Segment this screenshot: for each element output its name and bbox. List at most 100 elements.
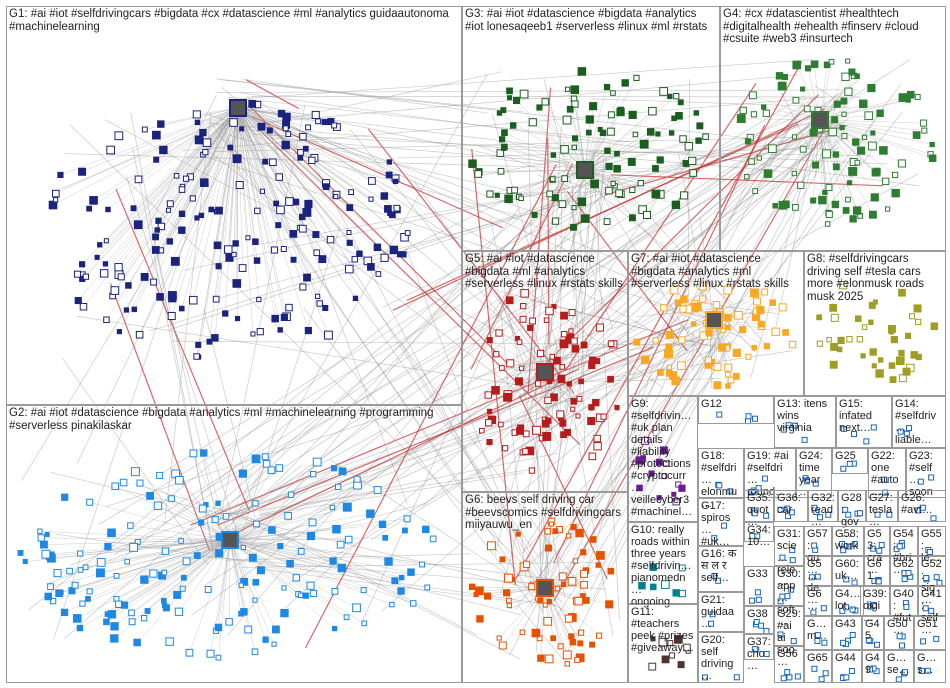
group-label-g38: G38: [747, 608, 771, 620]
group-panel-g59: G5… de…: [804, 556, 832, 586]
group-panel-g32: G32: read…: [808, 490, 838, 522]
group-label-g60: G60: uk…: [835, 558, 861, 582]
group-panel-g36: G36: car: [774, 490, 808, 522]
group-panel-g18: G18: #selfdri… elonmu…: [698, 448, 744, 498]
group-panel-g8: G8: #selfdrivingcars driving self #tesla…: [804, 251, 946, 396]
group-label-g58: G58: work: [835, 528, 861, 552]
group-panel-g34: G34: 10…: [744, 522, 774, 542]
group-panel-g38: G38: [744, 606, 774, 634]
group-label-g62: G62: [893, 558, 915, 570]
group-panel-g2: G2: #ai #iot #datascience #bigdata #anal…: [6, 405, 462, 683]
group-label-g5: G5: #ai #iot #datascience #bigdata #ml #…: [465, 253, 625, 291]
group-label-g11: G11: #teachers peek #prizes #giveaway…: [631, 606, 695, 654]
group-panel-g33: G33: [744, 566, 774, 606]
group-panel-g3: G3: #ai #iot #datascience #bigdata #anal…: [462, 6, 720, 251]
group-panel-g10: G10: really roads within three years #se…: [628, 522, 698, 604]
group-label-g68: G… s…: [917, 652, 943, 676]
group-label-g67: G… se…: [887, 652, 911, 676]
group-label-g12: G12: [701, 398, 771, 410]
group-panel-g62: G62: [890, 556, 918, 586]
group-panel-g35: G35: quot…: [744, 490, 774, 522]
group-panel-g1: G1: #ai #iot #selfdrivingcars #bigdata #…: [6, 6, 462, 405]
group-panel-g11: G11: #teachers peek #prizes #giveaway…: [628, 604, 698, 683]
group-panel-g7: G7: #ai #iot #datascience #bigdata #anal…: [628, 251, 804, 396]
group-panel-g15: G15: infated next…: [836, 396, 892, 448]
group-panel-g21: G21: guidaa…: [698, 592, 744, 632]
group-label-g43: G43: [835, 618, 859, 630]
group-panel-g67: G… se…: [884, 650, 914, 683]
group-panel-g28: G28: gov…: [838, 490, 866, 522]
group-label-g3: G3: #ai #iot #datascience #bigdata #anal…: [465, 8, 717, 33]
group-label-g6: G6: beevs self driving car #beevscomics …: [465, 494, 625, 532]
group-panel-g6: G6: beevs self driving car #beevscomics …: [462, 492, 628, 683]
group-panel-g57: G57: qu…: [804, 526, 832, 556]
group-label-g26: G26: #avt…: [901, 492, 943, 516]
group-panel-g68: G… s…: [914, 650, 946, 683]
group-panel-g41: G41: self…: [918, 586, 946, 616]
group-label-g34: G34: 10…: [747, 524, 771, 548]
group-label-g64: G6…: [807, 588, 829, 612]
group-panel-g44: G44: [832, 650, 862, 683]
group-label-g37: G37: cho…: [747, 636, 771, 672]
group-label-g61: G61: [867, 558, 887, 582]
group-label-g36: G36: car: [777, 492, 805, 516]
group-label-g21: G21: guidaa…: [701, 594, 741, 630]
group-label-g33: G33: [747, 568, 771, 580]
group-panel-g61: G61: [864, 556, 890, 586]
group-label-g65: G65: [807, 652, 829, 664]
group-label-g49: G49: [865, 652, 881, 676]
group-label-g45: G45: [865, 618, 881, 642]
group-panel-g54: G54: #bri…: [890, 526, 918, 556]
group-panel-g45: G45: [862, 616, 884, 650]
group-panel-g12: G12: [698, 396, 774, 424]
group-panel-g9: G9: #selfdrivin… #uk plan details #liabi…: [628, 396, 698, 522]
group-panel-g60: G60: uk…: [832, 556, 864, 586]
group-panel-g27: G27: tesla…: [866, 490, 898, 522]
group-label-g17: G17: spiros… #uk…: [701, 500, 741, 548]
group-label-g25: G25: [835, 450, 865, 462]
group-panel-g52: G52: sig…: [918, 556, 946, 586]
group-label-g7: G7: #ai #iot #datascience #bigdata #anal…: [631, 253, 801, 291]
group-label-g8: G8: #selfdrivingcars driving self #tesla…: [807, 253, 943, 303]
group-label-g16: G16: क स ल र self…: [701, 548, 741, 584]
group-label-g32: G32: read…: [811, 492, 835, 528]
group-label-g1: G1: #ai #iot #selfdrivingcars #bigdata #…: [9, 8, 459, 33]
group-panel-g37: G37: cho…: [744, 634, 774, 660]
group-panel-g55: G55: le…: [918, 526, 946, 556]
group-panel-g53: G53: cra…: [864, 526, 890, 556]
group-panel-g31: G31: scie… rele…: [774, 526, 804, 566]
group-panel-g5: G5: #ai #iot #datascience #bigdata #ml #…: [462, 251, 628, 492]
group-label-g44: G44: [835, 652, 859, 664]
group-panel-g43: G43: [832, 616, 862, 650]
group-panel-g51: G51: [914, 616, 946, 650]
group-label-g14: G14: #selfdriv… liable…: [895, 398, 943, 446]
group-label-g9: G9: #selfdrivin… #uk plan details #liabi…: [631, 398, 695, 518]
group-panel-g4: G4: #cx #datascientist #healthtech #digi…: [720, 6, 946, 251]
group-panel-g50: G50: [884, 616, 914, 650]
group-panel-g66: G… m…: [804, 616, 832, 650]
group-label-g51: G51: [917, 618, 943, 630]
group-label-g2: G2: #ai #iot #datascience #bigdata #anal…: [9, 407, 459, 432]
group-panel-g14: G14: #selfdriv… liable…: [892, 396, 946, 448]
group-panel-g29: G29: #ai ai soo…: [774, 606, 804, 646]
group-panel-g64: G6…: [804, 586, 832, 616]
group-label-g4: G4: #cx #datascientist #healthtech #digi…: [723, 8, 943, 46]
group-label-g46: G4… lot…: [835, 588, 861, 612]
group-label-g15: G15: infated next…: [839, 398, 889, 434]
group-panel-g17: G17: spiros… #uk…: [698, 498, 744, 546]
group-panel-g26: G26: #avt…: [898, 490, 946, 522]
group-label-g50: G50: [887, 618, 911, 630]
group-panel-g16: G16: क स ल र self…: [698, 546, 744, 592]
group-label-g27: G27: tesla…: [869, 492, 895, 528]
group-panel-g20: G20: self driving…: [698, 632, 744, 683]
group-panel-g58: G58: work: [832, 526, 864, 556]
group-panel-g25: G25: [832, 448, 868, 474]
group-label-g56: G56: [777, 648, 801, 660]
group-panel-g13: G13: itens wins virginia: [774, 396, 836, 448]
group-panel-g39: G39: digi…: [860, 586, 890, 616]
group-panel-g40: G40: #fut…: [890, 586, 918, 616]
group-panel-g30: G30: app… soft…: [774, 566, 804, 606]
group-label-g66: G… m…: [807, 618, 829, 642]
group-label-g13: G13: itens wins virginia: [777, 398, 833, 434]
